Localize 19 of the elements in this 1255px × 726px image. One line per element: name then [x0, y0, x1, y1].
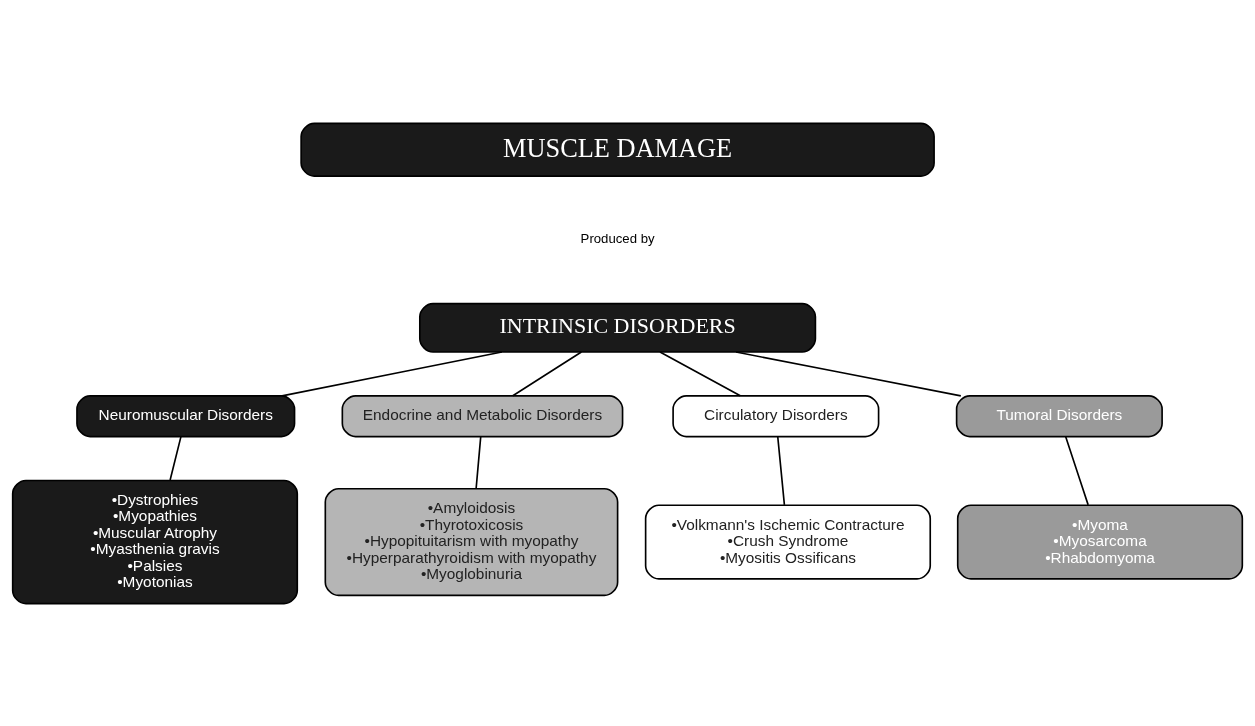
node-box: •Volkmann's Ischemic Contracture •Crush Syndrome •Myositis Ossificans: [644, 503, 932, 580]
connector: [659, 350, 742, 397]
connector: [475, 435, 482, 490]
node-box: INTRINSIC DISORDERS: [419, 302, 817, 353]
node-box: MUSCLE DAMAGE: [300, 122, 935, 177]
node-box: Endocrine and Metabolic Disorders: [341, 394, 624, 437]
connector: [512, 350, 583, 397]
label: Produced by: [580, 230, 655, 246]
connector: [735, 350, 962, 397]
connector: [1064, 435, 1089, 506]
node-box: •Amyloidosis •Thyrotoxicosis •Hypopituitarism with myopathy •Hyperparathyroidism with myopathy •Myoglobinuria: [324, 487, 619, 596]
node-box: Neuromuscular Disorders: [76, 394, 296, 437]
node-box: Circulatory Disorders: [672, 394, 880, 437]
connector: [776, 435, 786, 506]
connector: [281, 350, 503, 397]
node-box: Tumoral Disorders: [955, 394, 1163, 437]
connector: [169, 435, 182, 481]
node-box: •Myoma •Myosarcoma •Rhabdomyoma: [956, 503, 1244, 580]
node-box: •Dystrophies •Myopathies •Muscular Atrophy •Myasthenia gravis •Palsies •Myotonias: [11, 479, 299, 604]
